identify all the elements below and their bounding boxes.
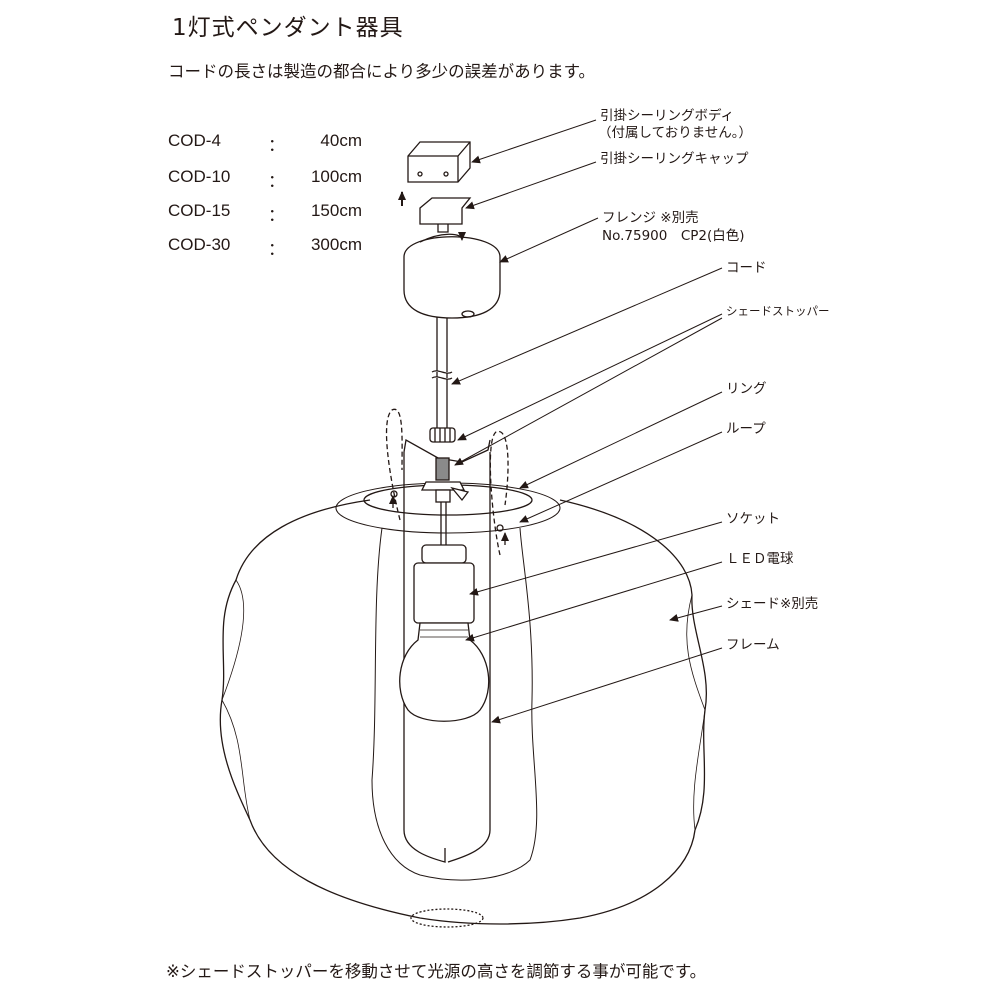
label-ceiling-cap: 引掛シーリングキャップ [600, 151, 749, 167]
ring [429, 427, 456, 443]
label-shade: シェード※別売 [726, 596, 819, 612]
cord-length-row: COD-10 ： 100cm [168, 167, 368, 191]
model: COD-15 [168, 201, 231, 220]
cord [436, 310, 448, 430]
shade-inner [371, 527, 538, 881]
separator: ： [268, 240, 285, 259]
subtitle: コードの長さは製造の都合により多少の誤差があります。 [168, 62, 596, 81]
cord-length-row: COD-15 ： 150cm [168, 201, 368, 225]
label-flange-model: No.75900 CP2(白色) [602, 228, 745, 244]
bottom-opening [410, 908, 484, 928]
socket [421, 544, 467, 564]
label-ring: リング [726, 381, 767, 397]
label-flange: フレンジ ※別売 [602, 210, 699, 226]
cord-length-row: COD-4 ： 40cm [168, 131, 368, 155]
label-shade-stopper: シェードストッパー [726, 304, 830, 318]
separator: ： [268, 206, 285, 225]
label-led-bulb: ＬＥＤ電球 [726, 551, 794, 567]
label-ceiling-body-note: （付属しておりません。） [598, 125, 753, 141]
label-loop: ループ [726, 421, 766, 437]
leader-lines [451, 119, 723, 724]
flange [403, 236, 501, 319]
shade [219, 499, 707, 925]
model: COD-4 [168, 131, 221, 150]
footer-note: ※シェードストッパーを移動させて光源の高さを調節する事が可能です。 [166, 962, 707, 981]
label-ceiling-body: 引掛シーリングボディ [600, 108, 735, 124]
label-frame: フレーム [726, 637, 780, 653]
length: 40cm [320, 131, 362, 150]
separator: ： [268, 136, 285, 155]
label-cord: コード [726, 260, 767, 276]
length: 300cm [310, 235, 362, 254]
page-title: 1灯式ペンダント器具 [172, 15, 404, 41]
separator: ： [268, 172, 285, 191]
led-bulb [399, 622, 490, 722]
frame [403, 452, 491, 863]
length: 100cm [310, 167, 362, 186]
label-socket: ソケット [726, 511, 780, 527]
ceiling-cap [419, 197, 472, 225]
model: COD-10 [168, 167, 231, 186]
model: COD-30 [168, 235, 231, 254]
length: 150cm [310, 201, 362, 220]
ceiling-body [407, 141, 471, 183]
cord-length-row: COD-30 ： 300cm [168, 235, 368, 259]
